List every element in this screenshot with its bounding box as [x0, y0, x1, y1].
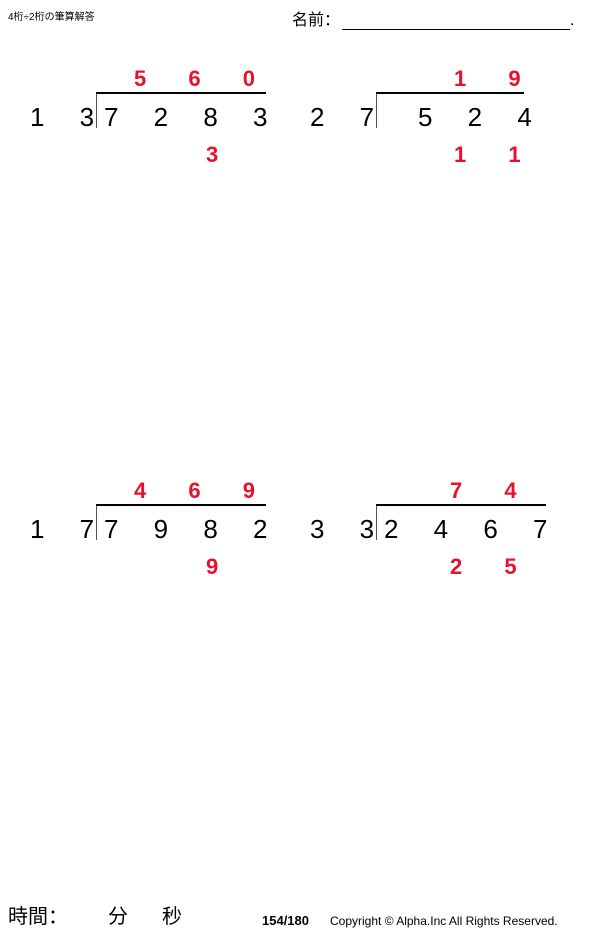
problem-2-remainder: 1 1: [454, 142, 539, 167]
problem-3-division-bar-vertical: [96, 504, 97, 540]
problem-4-quotient: 7 4: [450, 478, 535, 503]
problem-2-division-bar-horizontal: [376, 92, 524, 94]
problem-1-remainder: 3: [206, 142, 237, 167]
problem-1-quotient: 5 6 0: [134, 66, 273, 91]
name-period: .: [570, 12, 575, 29]
problem-3-divisor: 1 7: [30, 514, 109, 544]
name-label: 名前：: [292, 12, 341, 29]
problem-1-divisor: 1 3: [30, 102, 109, 132]
problem-1-division-bar-vertical: [96, 92, 97, 128]
problem-4-remainder: 2 5: [450, 554, 535, 579]
problem-3-dividend: 7 9 8 2: [104, 514, 282, 544]
page-title: 4桁÷2桁の筆算解答: [8, 12, 95, 23]
seconds-unit: 秒: [162, 906, 182, 928]
problem-3-remainder: 9: [206, 554, 237, 579]
problem-3-division-bar-horizontal: [96, 504, 266, 506]
problem-4-divisor: 3 3: [310, 514, 389, 544]
problem-4-division-bar-horizontal: [376, 504, 546, 506]
time-record-area: 時間： 分 秒: [8, 900, 182, 929]
name-field-area: 名前：.: [292, 6, 574, 30]
minutes-unit: 分: [108, 906, 128, 928]
problem-1-division-bar-horizontal: [96, 92, 266, 94]
page-number: 154/180: [262, 913, 309, 928]
problem-2-quotient: 1 9: [454, 66, 539, 91]
problem-4-dividend: 2 4 6 7: [384, 514, 562, 544]
problem-2-dividend: 5 2 4: [418, 102, 546, 132]
problem-1-dividend: 7 2 8 3: [104, 102, 282, 132]
copyright-notice: Copyright © Alpha.Inc All Rights Reserve…: [330, 914, 558, 928]
problem-2-division-bar-vertical: [376, 92, 377, 128]
problem-4-division-bar-vertical: [376, 504, 377, 540]
time-label: 時間：: [8, 906, 68, 928]
problem-2-divisor: 2 7: [310, 102, 389, 132]
problem-3-quotient: 4 6 9: [134, 478, 273, 503]
name-input-line[interactable]: [342, 12, 571, 30]
